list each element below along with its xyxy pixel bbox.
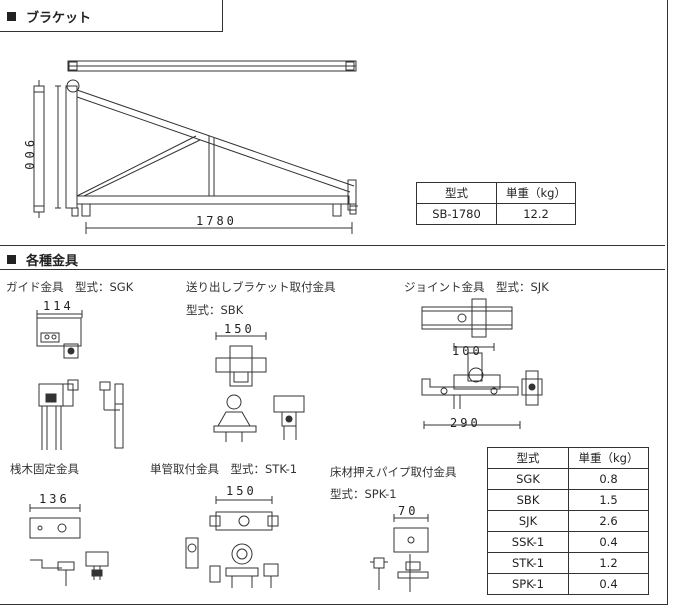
bracket-table-header-model: 型式 (416, 182, 497, 204)
weights-header-weight: 単重（kg） (568, 447, 649, 469)
bracket-drawing (0, 0, 676, 240)
weights-header-model: 型式 (487, 447, 569, 469)
weights-row-model: SJK (487, 510, 569, 532)
sjk-dim1: 100 (452, 344, 483, 358)
sbk-dim: 150 (224, 322, 255, 336)
weights-row-weight: 0.4 (568, 573, 649, 595)
sgk-label: ガイド金具 型式：SGK (6, 280, 134, 294)
stk-drawing (180, 492, 300, 592)
spk-model: 型式：SPK-1 (330, 487, 397, 501)
sgk-dim: 114 (43, 299, 74, 313)
sbk-drawing (204, 330, 314, 450)
bracket-table-cell-weight: 12.2 (496, 203, 576, 225)
bracket-table-header-weight: 単重（kg） (496, 182, 576, 204)
sjk-dim2: 290 (450, 416, 481, 430)
section2-header-box (0, 245, 665, 270)
section2-header: 各種金具 (7, 250, 78, 269)
bracket-spec-table: 型式 単重（kg） SB-1780 12.2 (416, 182, 576, 225)
ssk-dim: 136 (39, 492, 70, 506)
section1-header-box (0, 0, 223, 32)
weights-row-weight: 2.6 (568, 510, 649, 532)
section1-header: ブラケット (7, 7, 91, 26)
weights-row-weight: 0.4 (568, 531, 649, 553)
spk-dim: 70 (398, 504, 419, 518)
ssk-label: 桟木固定金具 (10, 462, 79, 476)
sgk-drawing (20, 300, 140, 460)
bullet-square-icon (7, 255, 16, 264)
spk-label: 床材押えパイプ取付金具 (330, 465, 457, 479)
ssk-drawing (22, 500, 132, 590)
sbk-label: 送り出しブラケット取付金具 (186, 280, 336, 294)
weights-row-weight: 1.5 (568, 489, 649, 511)
bracket-width-dim: 1780 (196, 214, 237, 228)
stk-dim: 150 (226, 484, 257, 498)
stk-label: 単管取付金具 型式：STK-1 (150, 462, 298, 476)
sjk-drawing (414, 295, 574, 435)
weights-row-model: STK-1 (487, 552, 569, 574)
spk-drawing (366, 514, 456, 594)
section2-title: 各種金具 (26, 254, 79, 269)
sjk-label: ジョイント金具 型式：SJK (404, 280, 549, 294)
weights-row-weight: 0.8 (568, 468, 649, 490)
bracket-height-dim: 900 (22, 140, 36, 174)
sbk-model: 型式：SBK (186, 303, 244, 317)
weights-row-model: SSK-1 (487, 531, 569, 553)
weights-row-model: SGK (487, 468, 569, 490)
bracket-table-cell-model: SB-1780 (416, 203, 497, 225)
weights-row-model: SBK (487, 489, 569, 511)
weights-row-model: SPK-1 (487, 573, 569, 595)
bullet-square-icon (7, 12, 16, 21)
weights-row-weight: 1.2 (568, 552, 649, 574)
section1-title: ブラケット (26, 11, 92, 26)
